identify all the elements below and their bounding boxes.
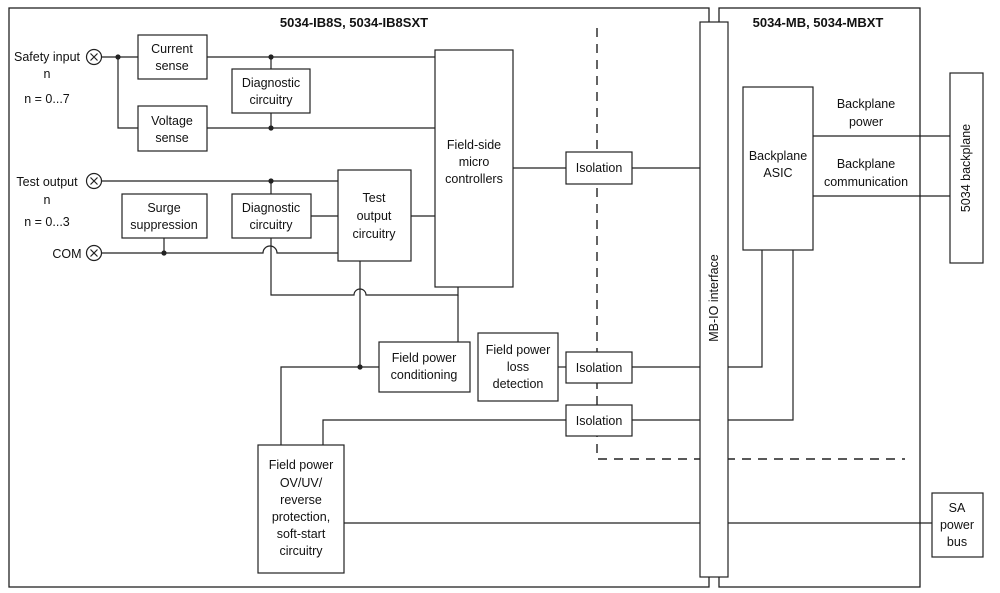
field-power-protection-block: Field power OV/UV/ reverse protection, s… <box>257 444 345 574</box>
svg-text:circuitry: circuitry <box>249 218 293 232</box>
terminal-screw-icon <box>85 244 103 262</box>
terminal-screw-icon <box>85 172 103 190</box>
field-power-loss-detection-block: Field power loss detection <box>477 332 559 402</box>
wire <box>728 250 763 368</box>
svg-text:bus: bus <box>947 535 967 549</box>
surge-suppression-block: Surge suppression <box>121 193 208 239</box>
backplane-power-label: Backplane <box>837 97 895 111</box>
wire <box>117 57 138 129</box>
svg-text:Voltage: Voltage <box>151 114 193 128</box>
svg-text:circuitry: circuitry <box>352 227 396 241</box>
backplane-power-label: power <box>849 115 883 129</box>
svg-text:power: power <box>940 518 974 532</box>
isolation-block: Isolation <box>565 351 633 384</box>
svg-text:Isolation: Isolation <box>576 414 623 428</box>
test-output-label: Test output <box>16 175 78 189</box>
svg-text:Field power: Field power <box>486 343 551 357</box>
terminal-screw-icon <box>85 48 103 66</box>
svg-text:MB-IO interface: MB-IO interface <box>707 254 721 342</box>
svg-text:Field power: Field power <box>269 458 334 472</box>
backplane-communication-label: Backplane <box>837 157 895 171</box>
junction-dot <box>268 54 274 60</box>
svg-text:Isolation: Isolation <box>576 361 623 375</box>
backplane-asic-block: Backplane ASIC <box>742 86 814 251</box>
wire <box>280 366 360 445</box>
io-module-frame <box>8 7 710 588</box>
test-output-n-label: n <box>44 193 51 207</box>
svg-text:controllers: controllers <box>445 172 503 186</box>
isolation-block: Isolation <box>565 404 633 437</box>
test-output-circuitry-block: Test output circuitry <box>337 169 412 262</box>
svg-text:Diagnostic: Diagnostic <box>242 76 300 90</box>
svg-text:Surge: Surge <box>147 201 180 215</box>
wire <box>359 261 379 368</box>
diagnostic-circuitry-block: Diagnostic circuitry <box>231 193 312 239</box>
svg-text:ASIC: ASIC <box>763 166 792 180</box>
svg-text:sense: sense <box>155 59 188 73</box>
svg-text:Backplane: Backplane <box>749 149 807 163</box>
junction-dot <box>268 178 274 184</box>
svg-text:micro: micro <box>459 155 490 169</box>
svg-text:detection: detection <box>493 377 544 391</box>
svg-text:Test: Test <box>363 191 386 205</box>
svg-text:sense: sense <box>155 131 188 145</box>
safety-input-range-label: n = 0...7 <box>24 92 70 106</box>
svg-text:output: output <box>357 209 392 223</box>
svg-text:circuitry: circuitry <box>279 544 323 558</box>
svg-text:Current: Current <box>151 42 193 56</box>
io-module-title: 5034-IB8S, 5034-IB8SXT <box>280 15 428 30</box>
svg-text:Field-side: Field-side <box>447 138 501 152</box>
diagnostic-circuitry-block: Diagnostic circuitry <box>231 68 311 114</box>
svg-text:Diagnostic: Diagnostic <box>242 201 300 215</box>
field-power-conditioning-block: Field power conditioning <box>378 341 471 393</box>
com-label: COM <box>52 247 81 261</box>
svg-text:soft-start: soft-start <box>277 527 326 541</box>
junction-dot <box>161 250 167 256</box>
safety-input-n-label: n <box>44 67 51 81</box>
test-output-range-label: n = 0...3 <box>24 215 70 229</box>
wire <box>728 250 794 421</box>
current-sense-block: Current sense <box>137 34 208 80</box>
svg-text:circuitry: circuitry <box>249 93 293 107</box>
svg-text:5034 backplane: 5034 backplane <box>959 124 973 212</box>
svg-text:reverse: reverse <box>280 493 322 507</box>
backplane-communication-label: communication <box>824 175 908 189</box>
mb-io-interface-block: MB-IO interface <box>699 21 729 578</box>
svg-text:loss: loss <box>507 360 529 374</box>
isolation-block: Isolation <box>565 151 633 185</box>
svg-text:Field power: Field power <box>392 351 457 365</box>
svg-text:SA: SA <box>949 501 966 515</box>
junction-dot <box>268 125 274 131</box>
junction-dot <box>115 54 121 60</box>
safety-input-label: Safety input <box>14 50 81 64</box>
svg-text:suppression: suppression <box>130 218 197 232</box>
svg-text:conditioning: conditioning <box>391 368 458 382</box>
mounting-base-title: 5034-MB, 5034-MBXT <box>753 15 884 30</box>
wire <box>322 419 566 445</box>
sa-power-bus-block: SA power bus <box>931 492 984 558</box>
wire <box>102 245 338 254</box>
field-side-micro-controllers-block: Field-side micro controllers <box>434 49 514 288</box>
svg-text:OV/UV/: OV/UV/ <box>280 476 323 490</box>
svg-text:protection,: protection, <box>272 510 330 524</box>
junction-dot <box>357 364 363 370</box>
svg-text:Isolation: Isolation <box>576 161 623 175</box>
backplane-5034-block: 5034 backplane <box>949 72 984 264</box>
voltage-sense-block: Voltage sense <box>137 105 208 152</box>
